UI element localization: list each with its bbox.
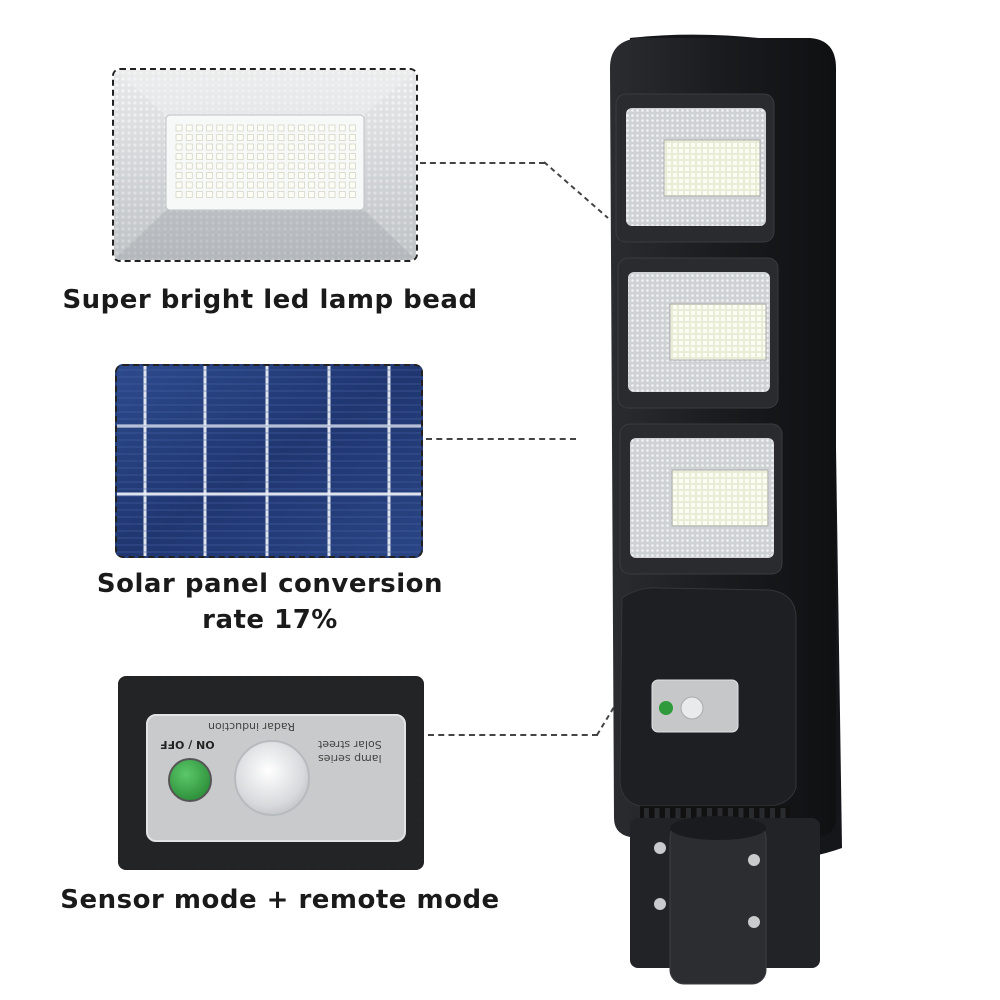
lamp-sensor-panel: [651, 679, 739, 733]
leader-line-led: [420, 162, 545, 164]
sensor-text-2: Solar street: [318, 738, 382, 751]
mounting-bracket: [630, 816, 820, 985]
solar-street-lamp-product: [610, 34, 842, 985]
on-off-label: ON / OFF: [160, 738, 215, 751]
caption-solar-line2: rate 17%: [202, 605, 338, 635]
caption-solar-panel: Solar panel conversion rate 17%: [80, 566, 460, 638]
radar-sensor-dome: [234, 740, 310, 816]
lamp-module-2: [617, 257, 779, 409]
caption-solar-line1: Solar panel conversion: [96, 569, 444, 599]
sensor-text-1: Radar induction: [208, 720, 295, 733]
solar-cell-image: [117, 366, 421, 556]
sensor-text-3: lamp series: [318, 752, 382, 765]
leader-line-solar: [426, 438, 576, 440]
caption-led-lamp-bead: Super bright led lamp bead: [62, 285, 478, 315]
caption-sensor-mode: Sensor mode + remote mode: [60, 885, 500, 915]
lamp-module-1: [615, 93, 775, 243]
on-off-button[interactable]: [168, 758, 212, 802]
sensor-panel-closeup: Radar induction Solar street lamp series…: [118, 676, 424, 870]
solar-panel-closeup: [115, 364, 423, 558]
led-lamp-bead-closeup: [112, 68, 418, 262]
lamp-module-3: [619, 423, 783, 575]
sensor-plate: Radar induction Solar street lamp series…: [146, 714, 406, 842]
led-reflector-image: [114, 70, 416, 260]
leader-line-sensor: [428, 734, 598, 736]
leader-line-sensor-diagonal: [596, 706, 615, 736]
